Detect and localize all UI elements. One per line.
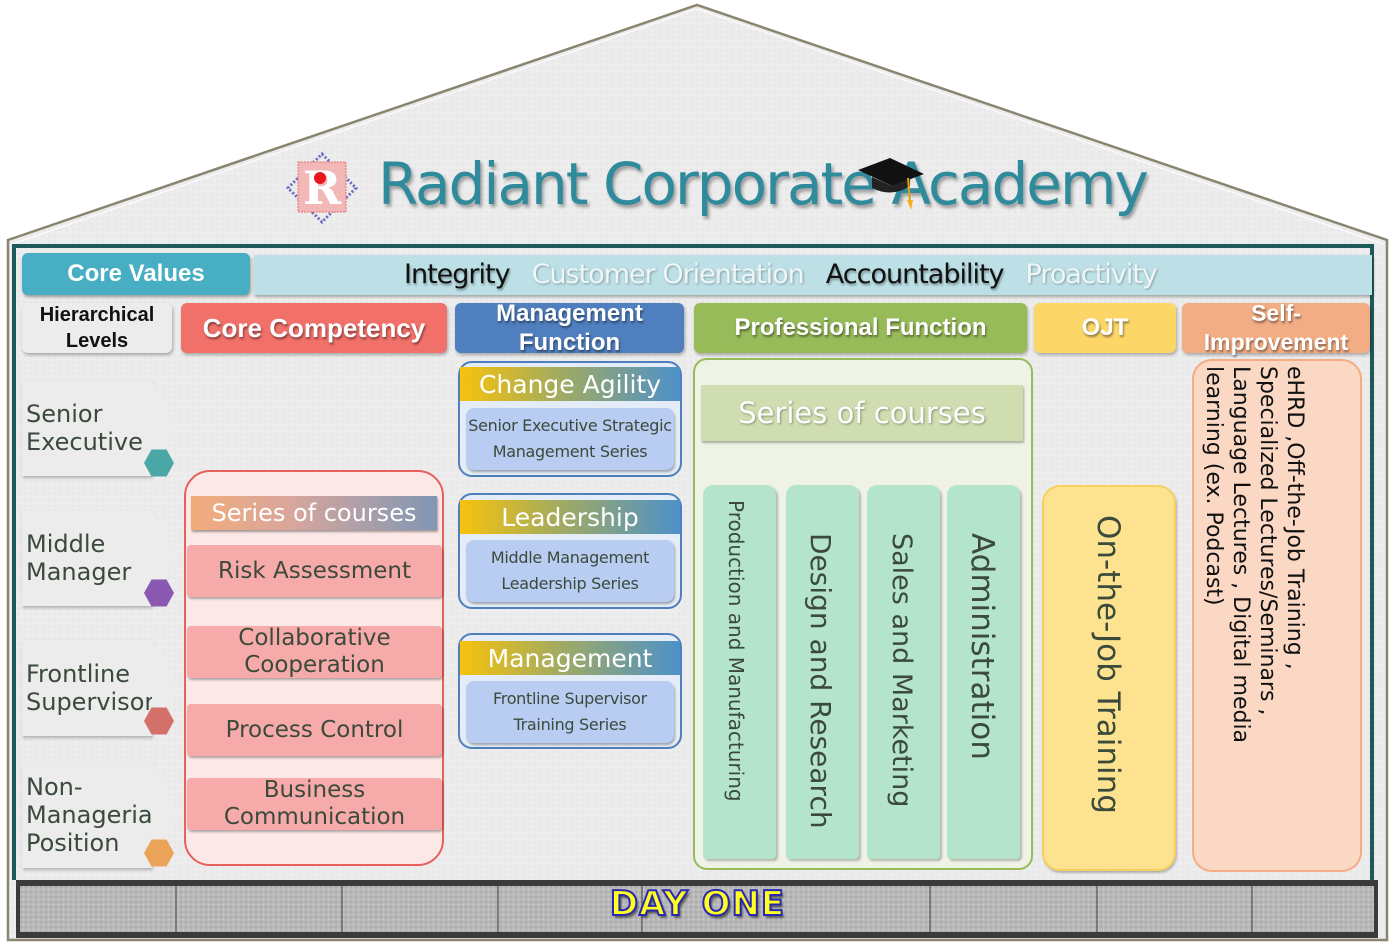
self-improvement-text: eHRD ,Off-the-Job Training ,Specialized … xyxy=(1200,366,1308,743)
core-series-label: Series of courses xyxy=(191,496,437,530)
radiant-r-logo-icon: R xyxy=(285,151,359,225)
professional-column xyxy=(703,485,776,859)
core-values-label: Core Values xyxy=(22,253,250,295)
self-improvement-line: Language Lectures , Digital media xyxy=(1228,366,1253,744)
orange-hexagon-icon xyxy=(144,839,174,867)
page-title: Radiant Corporate Academy xyxy=(378,150,1149,218)
professional-column-label: Administration xyxy=(964,533,1000,760)
graduation-cap-icon xyxy=(856,156,926,212)
ojt-box xyxy=(1042,485,1176,871)
management-group-desc: Senior Executive Strategic Management Se… xyxy=(466,408,674,470)
level-middle-manager: Middle Manager xyxy=(22,510,152,606)
purple-hexagon-icon xyxy=(144,579,174,607)
red-hexagon-icon xyxy=(144,707,174,735)
header-self-improvement: Self-Improvement xyxy=(1182,300,1370,355)
professional-column xyxy=(786,485,859,859)
professional-column xyxy=(867,485,940,859)
academy-frame xyxy=(12,244,1374,880)
core-values-bar xyxy=(254,255,1372,295)
management-group-desc: Middle Management Leadership Series xyxy=(466,540,674,602)
teal-hexagon-icon xyxy=(144,449,174,477)
self-improvement-line: eHRD ,Off-the-Job Training , xyxy=(1282,366,1307,670)
professional-column xyxy=(947,485,1020,859)
self-improvement-box xyxy=(1192,359,1362,872)
header-ojt: OJT xyxy=(1034,303,1176,353)
level-label: Frontline Supervisor xyxy=(26,660,155,716)
core-value-proactivity: Proactivity xyxy=(1025,259,1158,290)
level-label: Middle Manager xyxy=(26,530,132,586)
core-item-process-control: Process Control xyxy=(187,704,442,756)
core-value-integrity: Integrity xyxy=(404,259,511,290)
header-core-competency: Core Competency xyxy=(181,303,447,353)
management-group-title: Leadership xyxy=(460,500,680,534)
roof-edge-inner xyxy=(11,8,1384,245)
core-value-customer-orientation: Customer Orientation xyxy=(531,259,805,290)
professional-column-label: Design and Research xyxy=(804,533,837,829)
management-group-desc: Frontline Supervisor Training Series xyxy=(466,681,674,743)
foundation-bricks xyxy=(20,886,1374,932)
header-professional-function: Professional Function xyxy=(694,303,1027,353)
core-item-business-communication: Business Communication xyxy=(187,777,442,830)
header-management-function: Management Function xyxy=(455,300,684,356)
level-non-managerial-position: Non-Managerial Position xyxy=(22,762,159,868)
self-improvement-line: Specialized Lectures/Seminars , xyxy=(1255,366,1280,716)
professional-column-label: Sales and Marketing xyxy=(886,533,917,808)
professional-column-label: Production and Manufacturing xyxy=(724,500,748,802)
day-one-label: DAY ONE xyxy=(609,883,786,925)
core-values-list: Integrity Customer Orientation Accountabil… xyxy=(404,259,1179,290)
core-value-accountability: Accountability xyxy=(825,259,1005,290)
ojt-label: On-the-Job Training xyxy=(1090,515,1126,814)
header-hierarchical-levels: Hierarchical Levels xyxy=(22,303,172,353)
self-improvement-line: learning (ex. Podcast) xyxy=(1201,366,1226,606)
level-senior-executive: Senior Executive xyxy=(22,380,152,476)
svg-text:R: R xyxy=(303,161,342,215)
management-group-title: Management xyxy=(460,641,680,675)
professional-series-label: Series of courses xyxy=(701,385,1023,441)
management-group-title: Change Agility xyxy=(460,367,680,401)
level-label: Senior Executive xyxy=(26,400,143,456)
core-item-collaborative-cooperation: Collaborative Cooperation xyxy=(187,625,442,678)
level-label: Non-Managerial Position xyxy=(26,773,160,857)
core-item-risk-assessment: Risk Assessment xyxy=(187,545,442,597)
level-frontline-supervisor: Frontline Supervisor xyxy=(22,640,155,736)
